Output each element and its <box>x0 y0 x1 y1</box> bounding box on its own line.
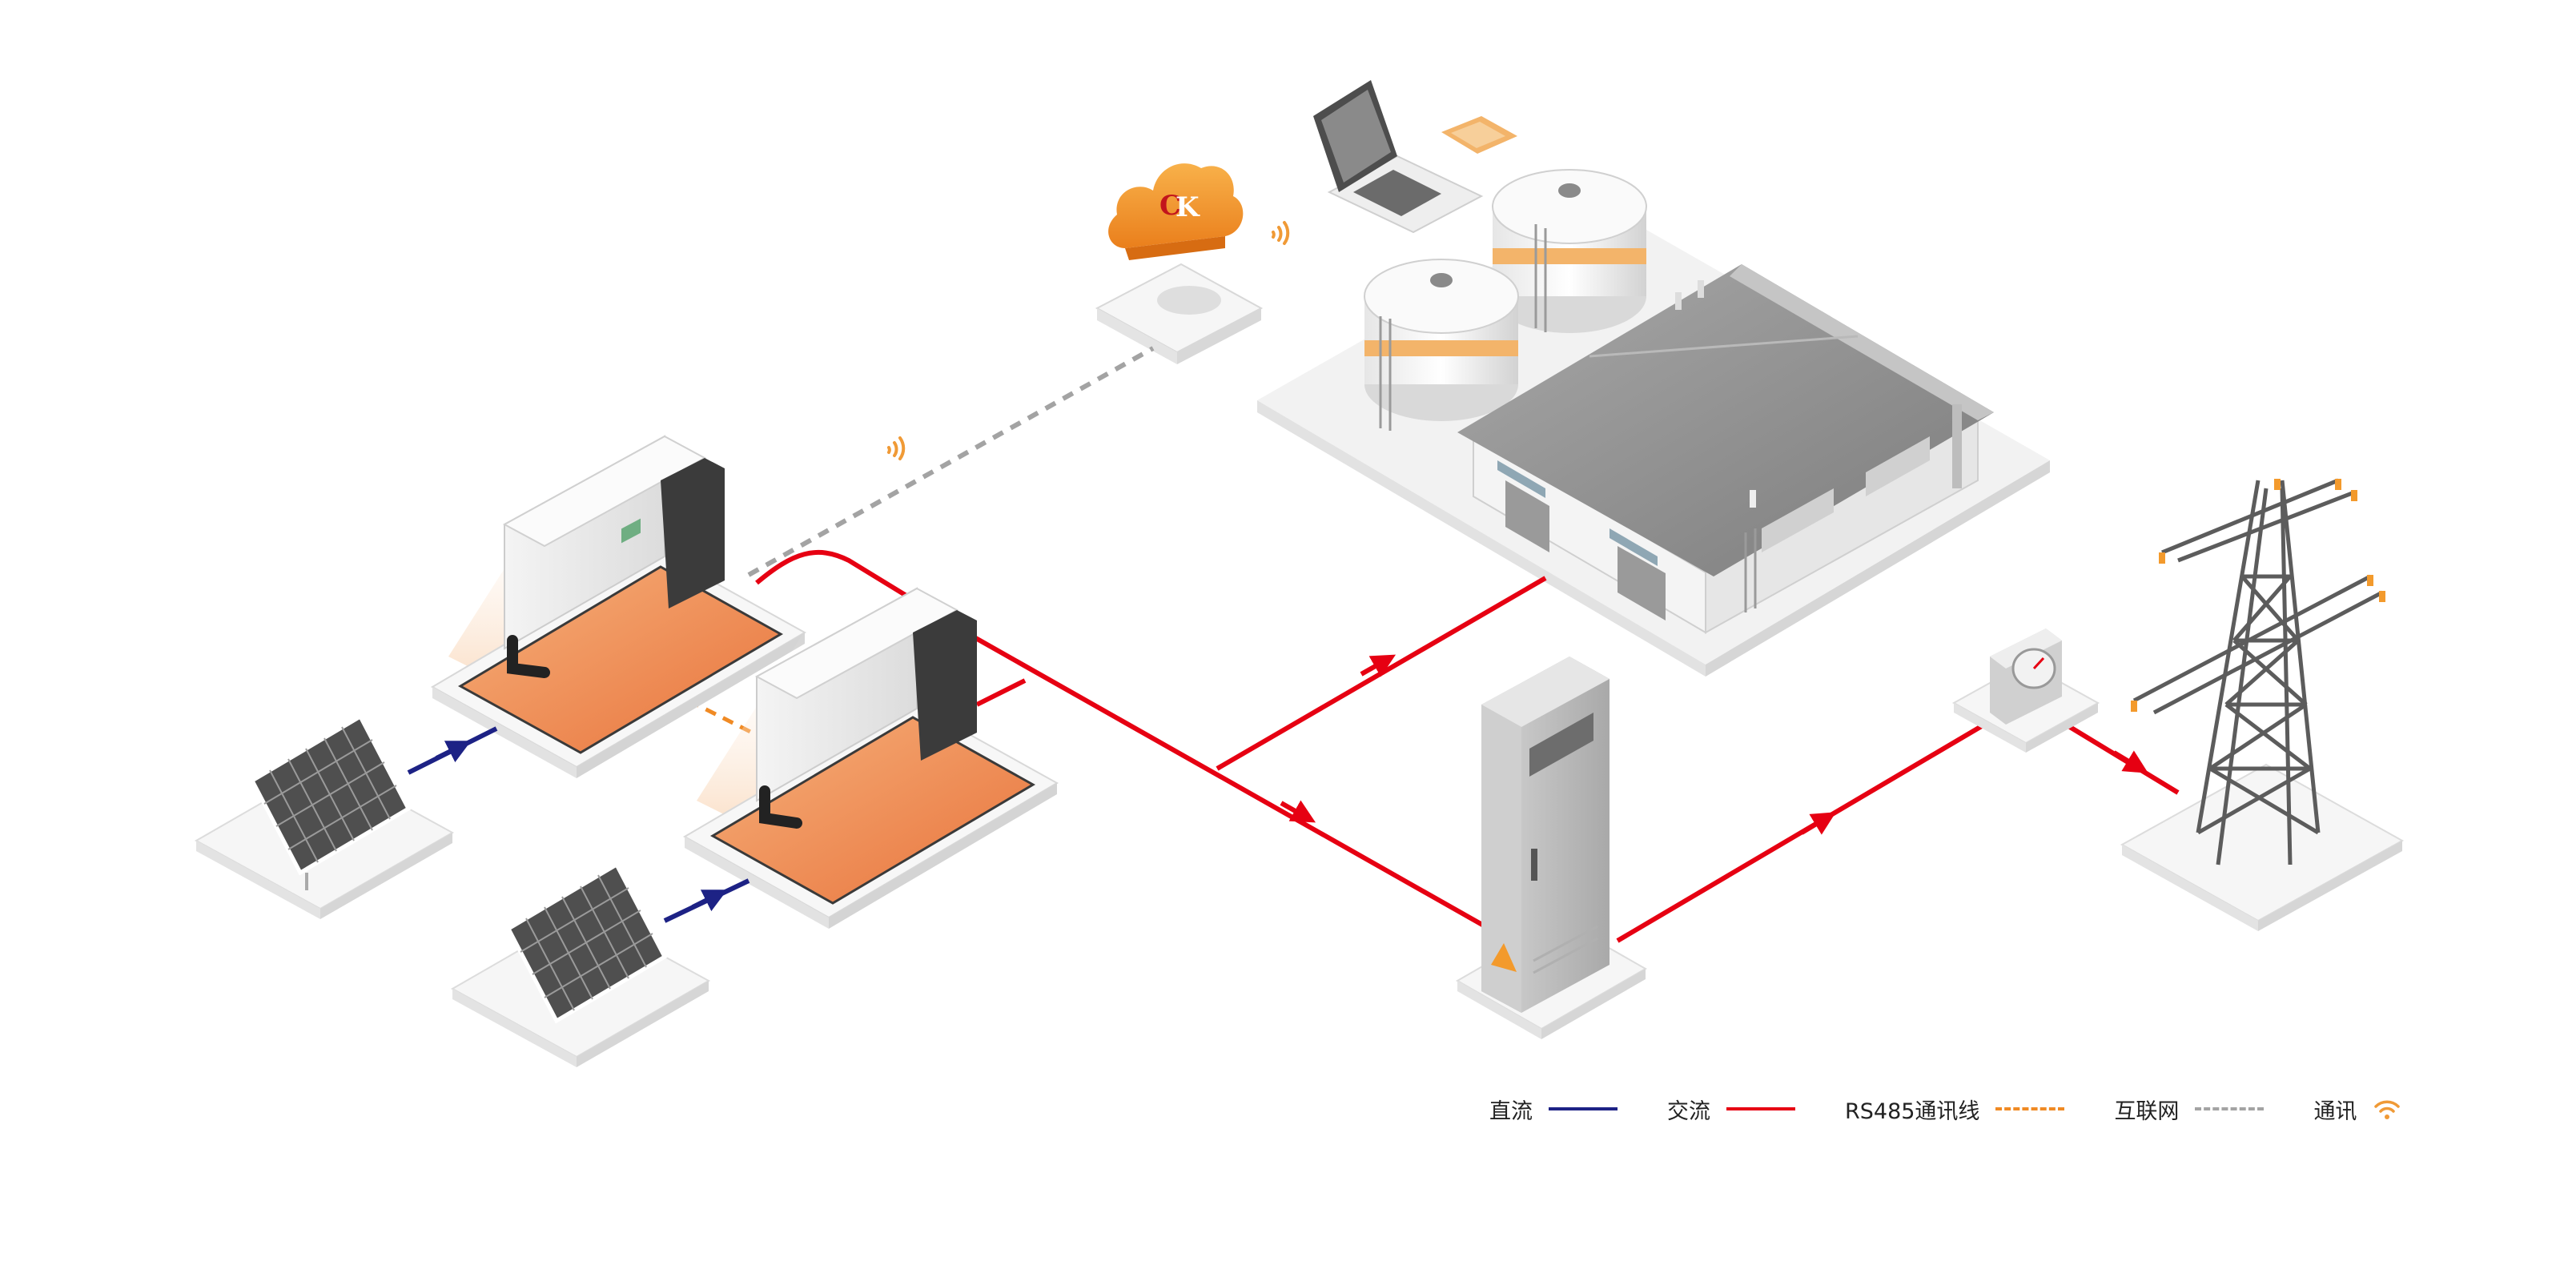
storage-tank-icon <box>1364 259 1519 431</box>
inverter-icon <box>430 435 807 778</box>
legend-swatch-dc <box>1549 1107 1618 1110</box>
legend-label-rs485: RS485通讯线 <box>1845 1098 1980 1124</box>
legend-swatch-rs485 <box>1995 1107 2065 1110</box>
legend-label-ac: 交流 <box>1667 1098 1710 1124</box>
legend-label-dc: 直流 <box>1489 1098 1533 1124</box>
energy-meter-icon <box>1951 628 2100 753</box>
cloud-icon: C K <box>1108 163 1244 260</box>
legend-item-ac: 交流 <box>1667 1094 1795 1125</box>
router-icon <box>1095 263 1264 364</box>
legend-item-dc: 直流 <box>1489 1094 1618 1125</box>
distribution-cabinet-icon <box>1455 657 1648 1039</box>
legend-label-comm: 通讯 <box>2313 1098 2357 1124</box>
dc-arrow <box>691 890 728 912</box>
factory-building <box>1457 264 1994 634</box>
legend: 直流 交流 RS485通讯线 互联网 通讯 <box>1489 1089 2451 1129</box>
internet-line <box>747 346 1155 577</box>
solar-panel-icon <box>450 861 711 1067</box>
legend-swatch-internet <box>2195 1107 2265 1110</box>
legend-item-comm: 通讯 <box>2313 1094 2401 1125</box>
legend-item-rs485: RS485通讯线 <box>1845 1094 2065 1125</box>
factory-icon <box>1257 169 2050 677</box>
signal-icon <box>2374 1100 2401 1119</box>
tablet-icon <box>1441 116 1517 154</box>
legend-label-internet: 互联网 <box>2114 1098 2180 1124</box>
signal-icon <box>887 436 906 460</box>
storage-tank-icon <box>1492 169 1647 333</box>
dc-arrow <box>435 741 472 763</box>
inverter-icon <box>682 587 1059 929</box>
legend-item-internet: 互联网 <box>2114 1094 2265 1125</box>
ac-arrows <box>1280 654 2148 835</box>
signal-icon <box>1272 221 1290 245</box>
legend-swatch-ac <box>1726 1107 1795 1110</box>
laptop-icon <box>1313 80 1484 234</box>
transmission-tower-icon <box>2120 478 2405 931</box>
svg-text:K: K <box>1175 191 1200 223</box>
svg-text:C: C <box>1159 190 1181 222</box>
solar-panel-icon <box>194 713 455 919</box>
